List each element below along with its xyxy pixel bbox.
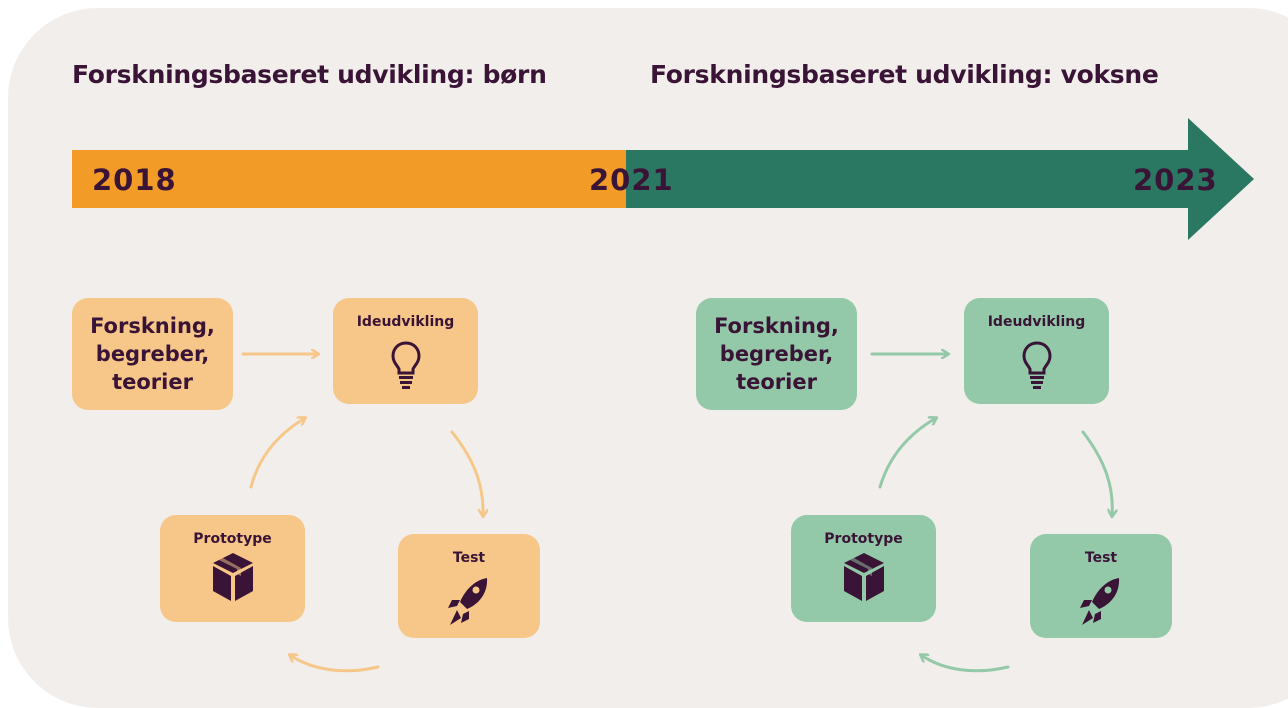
year-middle: 2021 (589, 163, 674, 197)
idea-label: Ideudvikling (356, 314, 455, 330)
idea-box-left: Ideudvikling (333, 298, 478, 404)
lightbulb-icon (390, 341, 421, 389)
test-box-left: Test (398, 534, 540, 638)
prototype-label: Prototype (824, 531, 903, 547)
idea-label: Ideudvikling (987, 314, 1086, 330)
rocket-icon (448, 578, 488, 625)
heading-adults: Forskningsbaseret udvikling: voksne (650, 60, 1159, 89)
lightbulb-icon (1021, 341, 1052, 389)
test-label: Test (1084, 550, 1118, 566)
research-box-left: Forskning, begreber, teorier (72, 298, 233, 410)
heading-children: Forskningsbaseret udvikling: børn (72, 60, 547, 89)
idea-box-right: Ideudvikling (964, 298, 1109, 404)
research-label: Forskning, begreber, teorier (90, 314, 215, 394)
year-end: 2023 (1133, 163, 1218, 197)
prototype-box-right: Prototype (791, 515, 936, 622)
box-icon (212, 553, 253, 601)
prototype-label: Prototype (193, 531, 272, 547)
test-box-right: Test (1030, 534, 1172, 638)
box-icon (843, 553, 884, 601)
year-start: 2018 (92, 163, 177, 197)
research-box-right: Forskning, begreber, teorier (696, 298, 857, 410)
research-label: Forskning, begreber, teorier (714, 314, 839, 394)
test-label: Test (452, 550, 486, 566)
prototype-box-left: Prototype (160, 515, 305, 622)
rocket-icon (1080, 578, 1120, 625)
